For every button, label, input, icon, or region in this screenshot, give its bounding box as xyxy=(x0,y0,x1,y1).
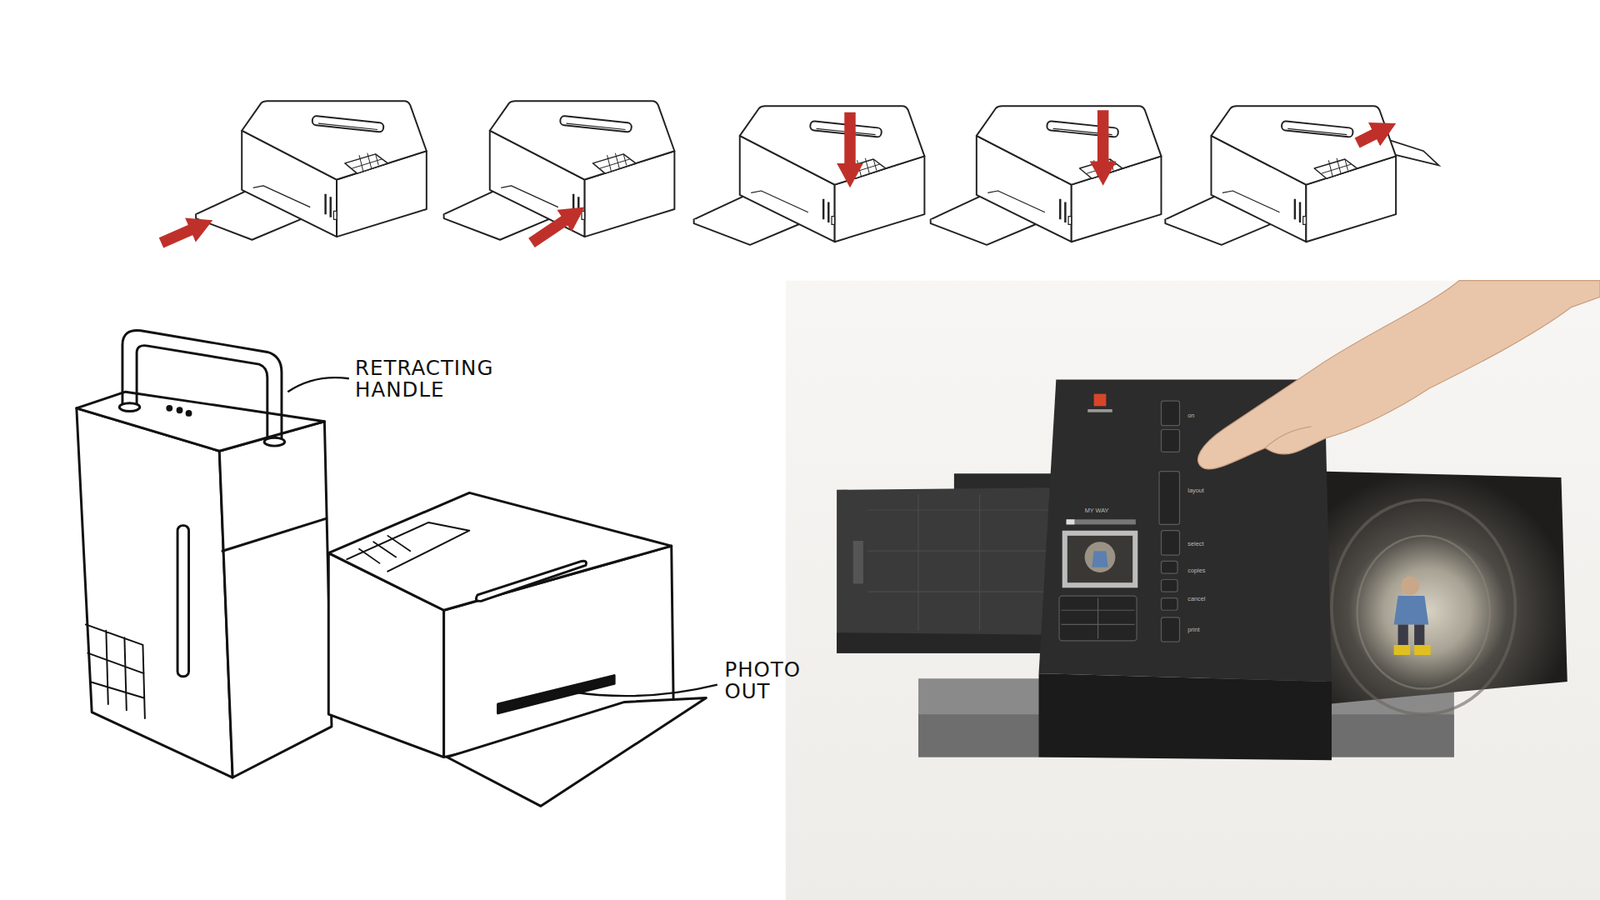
callout-label: RETRACTING HANDLE xyxy=(355,357,494,402)
button-label: layout xyxy=(1187,487,1205,494)
screen-label: MY WAY xyxy=(1085,507,1110,514)
button-label: cancel xyxy=(1187,595,1205,602)
button-label: select xyxy=(1187,540,1204,547)
button-label: copies xyxy=(1187,567,1205,574)
button-label: print xyxy=(1187,626,1200,633)
button-label: on xyxy=(1187,412,1195,419)
callout-label: PHOTO OUT xyxy=(724,659,801,704)
